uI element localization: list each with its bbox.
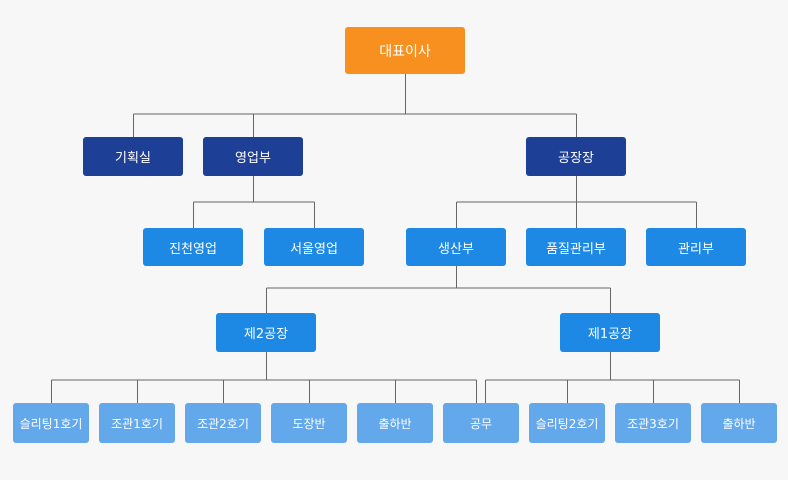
- node-jincheon-sales: 진천영업: [143, 228, 243, 266]
- node-plant-2: 제2공장: [216, 313, 316, 352]
- node-quality: 품질관리부: [526, 228, 626, 266]
- node-plant-manager: 공장장: [526, 137, 626, 176]
- node-maintenance: 공무: [443, 403, 519, 443]
- node-admin: 관리부: [646, 228, 746, 266]
- node-assembly-3: 조관3호기: [615, 403, 691, 443]
- node-assembly-1: 조관1호기: [99, 403, 175, 443]
- node-seoul-sales: 서울영업: [264, 228, 364, 266]
- node-slitting-1: 슬리팅1호기: [13, 403, 89, 443]
- node-slitting-2: 슬리팅2호기: [529, 403, 605, 443]
- node-production: 생산부: [406, 228, 506, 266]
- node-planning: 기획실: [83, 137, 183, 176]
- node-plant-1: 제1공장: [560, 313, 660, 352]
- node-assembly-2: 조관2호기: [185, 403, 261, 443]
- node-sales: 영업부: [203, 137, 303, 176]
- node-painting: 도장반: [271, 403, 347, 443]
- node-ceo: 대표이사: [345, 27, 465, 74]
- node-shipping-1: 출하반: [701, 403, 777, 443]
- node-shipping-2: 출하반: [357, 403, 433, 443]
